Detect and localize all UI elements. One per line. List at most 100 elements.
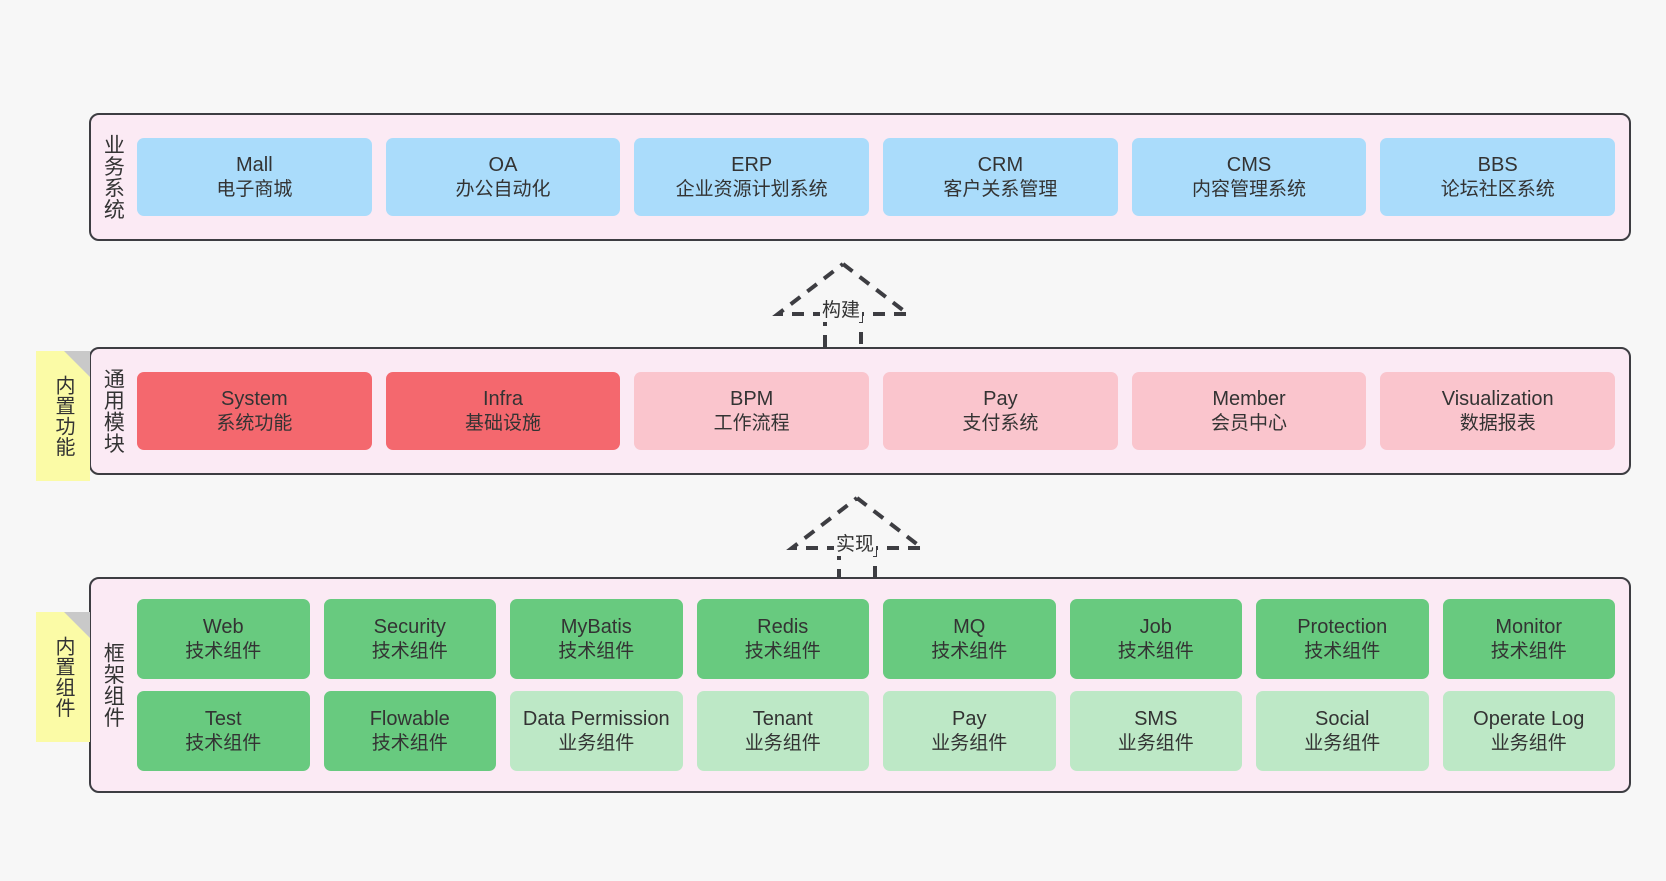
node-pay-component[interactable]: Pay 业务组件 xyxy=(883,691,1056,771)
node-protection[interactable]: Protection 技术组件 xyxy=(1256,599,1429,679)
node-system[interactable]: System 系统功能 xyxy=(137,372,372,450)
node-pay-module[interactable]: Pay 支付系统 xyxy=(883,372,1118,450)
node-row: Web 技术组件 Security 技术组件 MyBatis 技术组件 Redi… xyxy=(137,599,1615,679)
node-mybatis[interactable]: MyBatis 技术组件 xyxy=(510,599,683,679)
node-title-cn: 技术组件 xyxy=(185,732,262,754)
node-title-cn: 技术组件 xyxy=(371,732,448,754)
node-title-cn: 技术组件 xyxy=(1117,640,1194,662)
node-title-en: Security xyxy=(373,615,446,638)
node-job[interactable]: Job 技术组件 xyxy=(1069,599,1242,679)
node-title-cn: 技术组件 xyxy=(1490,640,1567,662)
node-test[interactable]: Test 技术组件 xyxy=(137,691,310,771)
node-title-cn: 数据报表 xyxy=(1459,412,1536,434)
node-title-cn: 技术组件 xyxy=(558,640,635,662)
build-arrow-label: 构建 xyxy=(820,295,863,322)
node-title-en: Tenant xyxy=(752,707,813,730)
layer-business-systems: 业务系统 Mall 电子商城 OA 办公自动化 ERP 企业资源计划系统 CRM… xyxy=(89,113,1631,241)
sticky-note-builtin-features: 内置功能 xyxy=(36,351,90,481)
node-erp[interactable]: ERP 企业资源计划系统 xyxy=(634,138,870,216)
node-title-en: BBS xyxy=(1477,153,1518,176)
node-operate-log[interactable]: Operate Log 业务组件 xyxy=(1442,691,1615,771)
node-title-cn: 工作流程 xyxy=(713,412,790,434)
node-title-en: Data Permission xyxy=(522,707,670,730)
node-sms[interactable]: SMS 业务组件 xyxy=(1069,691,1242,771)
layer-common-modules: 通用模块 System 系统功能 Infra 基础设施 BPM 工作流程 Pay… xyxy=(89,347,1631,475)
node-row: Mall 电子商城 OA 办公自动化 ERP 企业资源计划系统 CRM 客户关系… xyxy=(137,138,1616,216)
page-fold-icon xyxy=(64,612,90,638)
node-title-en: Infra xyxy=(482,387,524,410)
sticky-note-label: 内置功能 xyxy=(52,375,74,457)
node-title-cn: 业务组件 xyxy=(558,732,635,754)
layer-title-framework-components: 框架组件 xyxy=(101,642,125,728)
node-title-en: ERP xyxy=(731,153,773,176)
node-title-cn: 企业资源计划系统 xyxy=(675,178,828,200)
node-data-permission[interactable]: Data Permission 业务组件 xyxy=(510,691,683,771)
node-title-cn: 基础设施 xyxy=(465,412,542,434)
node-title-cn: 技术组件 xyxy=(931,640,1008,662)
node-crm[interactable]: CRM 客户关系管理 xyxy=(883,138,1118,216)
layer-title-business-systems: 业务系统 xyxy=(101,134,125,220)
node-title-cn: 业务组件 xyxy=(931,732,1008,754)
node-title-en: Redis xyxy=(757,615,809,638)
node-title-en: Mall xyxy=(236,153,273,176)
build-arrow: 构建 xyxy=(758,258,928,358)
node-cms[interactable]: CMS 内容管理系统 xyxy=(1131,138,1367,216)
node-title-en: BPM xyxy=(730,387,774,410)
node-mall[interactable]: Mall 电子商城 xyxy=(137,138,372,216)
node-title-cn: 内容管理系统 xyxy=(1192,178,1307,200)
node-title-en: Web xyxy=(202,615,244,638)
realize-arrow-label: 实现 xyxy=(834,529,877,556)
node-title-cn: 客户关系管理 xyxy=(943,178,1058,200)
layer-framework-components: 框架组件 Web 技术组件 Security 技术组件 MyBatis 技术组件… xyxy=(89,577,1631,793)
node-social[interactable]: Social 业务组件 xyxy=(1256,691,1429,771)
node-title-en: Social xyxy=(1315,707,1370,730)
realize-arrow: 实现 xyxy=(772,492,942,592)
node-oa[interactable]: OA 办公自动化 xyxy=(385,138,621,216)
node-title-en: SMS xyxy=(1134,707,1178,730)
node-title-cn: 技术组件 xyxy=(185,640,262,662)
node-title-en: Operate Log xyxy=(1473,707,1585,730)
node-title-en: Flowable xyxy=(369,707,450,730)
node-visualization[interactable]: Visualization 数据报表 xyxy=(1380,372,1616,450)
node-title-en: CMS xyxy=(1226,153,1272,176)
node-bpm[interactable]: BPM 工作流程 xyxy=(634,372,870,450)
layer-body-common-modules: System 系统功能 Infra 基础设施 BPM 工作流程 Pay 支付系统… xyxy=(133,349,1629,473)
node-title-cn: 论坛社区系统 xyxy=(1440,178,1555,200)
node-title-en: Member xyxy=(1212,387,1286,410)
node-tenant[interactable]: Tenant 业务组件 xyxy=(696,691,869,771)
page-fold-icon xyxy=(64,351,90,377)
node-title-en: Visualization xyxy=(1441,387,1554,410)
node-redis[interactable]: Redis 技术组件 xyxy=(696,599,869,679)
node-title-en: OA xyxy=(488,153,518,176)
node-monitor[interactable]: Monitor 技术组件 xyxy=(1442,599,1615,679)
node-bbs[interactable]: BBS 论坛社区系统 xyxy=(1380,138,1616,216)
node-title-cn: 支付系统 xyxy=(962,412,1039,434)
node-title-en: Job xyxy=(1139,615,1172,638)
node-mq[interactable]: MQ 技术组件 xyxy=(883,599,1056,679)
layer-body-framework-components: Web 技术组件 Security 技术组件 MyBatis 技术组件 Redi… xyxy=(133,579,1629,791)
node-title-en: CRM xyxy=(977,153,1024,176)
node-title-en: Test xyxy=(204,707,242,730)
node-row: System 系统功能 Infra 基础设施 BPM 工作流程 Pay 支付系统… xyxy=(137,372,1616,450)
node-title-cn: 业务组件 xyxy=(744,732,821,754)
node-title-cn: 业务组件 xyxy=(1117,732,1194,754)
layer-title-common-modules: 通用模块 xyxy=(101,368,125,454)
node-member[interactable]: Member 会员中心 xyxy=(1131,372,1367,450)
node-title-cn: 技术组件 xyxy=(1304,640,1381,662)
node-title-cn: 电子商城 xyxy=(216,178,293,200)
sticky-note-label: 内置组件 xyxy=(52,636,74,718)
node-title-en: MyBatis xyxy=(560,615,632,638)
node-title-cn: 技术组件 xyxy=(371,640,448,662)
node-title-cn: 技术组件 xyxy=(744,640,821,662)
layer-body-business-systems: Mall 电子商城 OA 办公自动化 ERP 企业资源计划系统 CRM 客户关系… xyxy=(133,115,1629,239)
node-title-en: MQ xyxy=(953,615,986,638)
node-infra[interactable]: Infra 基础设施 xyxy=(385,372,621,450)
node-row: Test 技术组件 Flowable 技术组件 Data Permission … xyxy=(137,691,1615,771)
node-title-en: System xyxy=(220,387,288,410)
node-security[interactable]: Security 技术组件 xyxy=(323,599,496,679)
node-title-en: Pay xyxy=(983,387,1018,410)
node-flowable[interactable]: Flowable 技术组件 xyxy=(323,691,496,771)
node-title-en: Protection xyxy=(1297,615,1388,638)
node-web[interactable]: Web 技术组件 xyxy=(137,599,310,679)
